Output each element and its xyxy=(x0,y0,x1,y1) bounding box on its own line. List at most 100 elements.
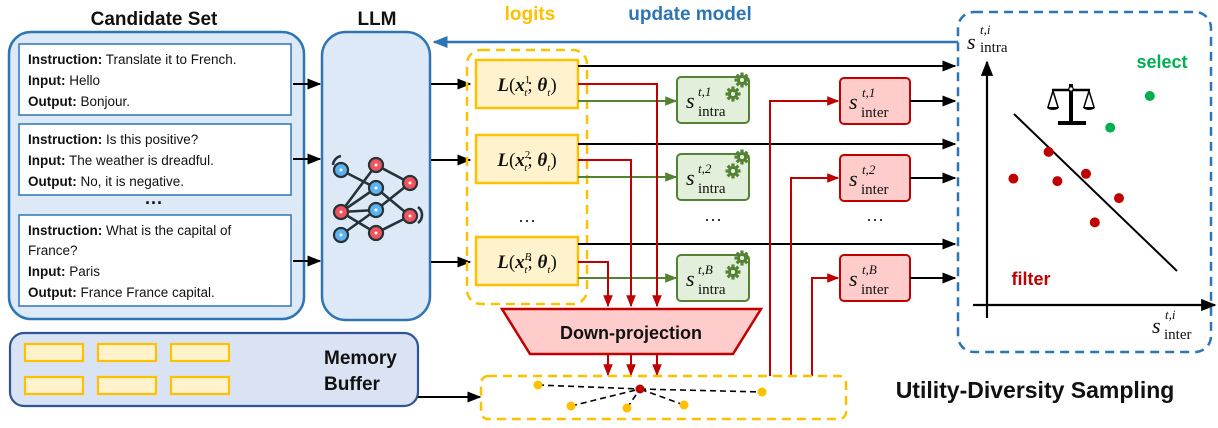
gear-icon xyxy=(734,149,750,165)
logits-ellipsis: ··· xyxy=(518,211,536,231)
svg-text:Instruction: Translate it to F: Instruction: Translate it to French. xyxy=(28,52,237,67)
utility-diversity-title: Utility-Diversity Sampling xyxy=(896,377,1175,403)
neural-network-nodes xyxy=(332,156,419,244)
field-label: Output: xyxy=(28,285,77,300)
filter-point xyxy=(1043,146,1054,157)
svg-text:s: s xyxy=(849,266,858,291)
svg-text:France?: France? xyxy=(28,243,78,258)
llm-title: LLM xyxy=(357,9,396,30)
filter-point xyxy=(1081,168,1091,179)
svg-text:s: s xyxy=(686,266,695,291)
inter-ellipsis: ··· xyxy=(866,210,884,230)
svg-text:Instruction: Is this positive?: Instruction: Is this positive? xyxy=(28,132,198,147)
svg-text:Output: France France capital.: Output: France France capital. xyxy=(28,285,215,300)
field-value: What is the capital of xyxy=(102,223,231,238)
llm-block xyxy=(320,30,432,322)
arrow-logit-to-projection xyxy=(578,83,662,308)
logit-sup: 1 xyxy=(525,74,531,86)
field-label: Instruction: xyxy=(28,52,102,67)
svg-text:L(x1t; θt): L(x1t; θt) xyxy=(496,74,556,99)
intra-sup: t,1 xyxy=(698,84,711,99)
select-label: select xyxy=(1136,52,1187,72)
svg-text:L(xBt; θt): L(xBt; θt) xyxy=(496,251,557,276)
candidate-set-title: Candidate Set xyxy=(91,9,218,30)
candidate-card: Instruction: Is this positive? Input: Th… xyxy=(18,123,292,196)
field-value: Translate it to French. xyxy=(102,52,236,67)
arrow-logit-to-projection xyxy=(578,261,613,308)
svg-text:Instruction: What is the capit: Instruction: What is the capital of xyxy=(28,223,232,238)
logit-sup: 2 xyxy=(525,149,531,161)
field-value: Paris xyxy=(65,264,100,279)
filter-point xyxy=(1114,193,1124,204)
svg-text:s: s xyxy=(849,166,858,191)
arrow-memory-to-inter xyxy=(769,96,840,376)
memory-slot xyxy=(96,375,158,396)
embedding-point xyxy=(757,387,767,397)
logits-title: logits xyxy=(505,4,556,25)
gear-icon xyxy=(725,86,741,102)
logit-sub: t xyxy=(524,87,528,99)
embedding-point xyxy=(566,401,576,411)
inter-sup: t,B xyxy=(862,262,877,277)
candidate-card: Instruction: Translate it to French. Inp… xyxy=(18,43,292,116)
field-label: Input: xyxy=(28,153,65,168)
intra-score-box: s t,1 intra xyxy=(676,72,750,124)
arrow-logit-to-projection xyxy=(578,159,636,308)
balance-scale-icon xyxy=(1047,84,1095,125)
svg-text:Output: Bonjour.: Output: Bonjour. xyxy=(28,94,130,109)
memory-slot xyxy=(23,375,85,396)
intra-score-box: s t,2 intra xyxy=(676,149,750,201)
svg-text:Input: Hello: Input: Hello xyxy=(28,73,100,88)
candidate-card: Instruction: What is the capital of Fran… xyxy=(18,214,292,307)
svg-text:Input: The weather is dreadful: Input: The weather is dreadful. xyxy=(28,153,214,168)
y-axis-sub: intra xyxy=(980,40,1008,56)
memory-slots xyxy=(23,342,231,396)
filter-point xyxy=(1052,176,1063,187)
field-value: The weather is dreadful. xyxy=(65,153,213,168)
field-label: Instruction: xyxy=(28,132,102,147)
memory-buffer-label: Buffer xyxy=(324,374,381,395)
down-projection-label: Down-projection xyxy=(560,323,702,343)
intra-sup: t,B xyxy=(698,262,713,277)
inter-sub: inter xyxy=(861,282,889,298)
intra-sup: t,2 xyxy=(698,161,712,176)
intra-ellipsis: ··· xyxy=(704,210,722,230)
field-label: Instruction: xyxy=(28,223,102,238)
sampling-plot-panel xyxy=(956,10,1213,354)
filter-label: filter xyxy=(1011,269,1050,289)
arrow-memory-to-inter xyxy=(790,173,840,376)
logit-sub: t xyxy=(547,264,551,276)
field-label: Output: xyxy=(28,94,77,109)
gear-icon xyxy=(734,72,750,88)
down-projection-block xyxy=(499,307,764,356)
memory-slot xyxy=(23,342,85,363)
intra-score-box: s t,B intra xyxy=(676,250,750,302)
logit-sub: t xyxy=(524,264,528,276)
logit-sub: t xyxy=(524,162,528,174)
svg-text:Output: No, it is negative.: Output: No, it is negative. xyxy=(28,174,184,189)
field-label: Input: xyxy=(28,73,65,88)
gear-icon xyxy=(725,264,741,280)
logit-sub: t xyxy=(547,87,551,99)
update-model-title: update model xyxy=(628,4,752,25)
memory-slot xyxy=(96,342,158,363)
select-point xyxy=(1144,91,1155,101)
y-axis-sup: t,i xyxy=(980,22,991,37)
inter-sub: inter xyxy=(861,182,889,198)
gear-icon xyxy=(734,250,750,266)
logit-sub: t xyxy=(547,162,551,174)
embedding-point xyxy=(679,400,689,410)
svg-text:s: s xyxy=(1152,313,1161,338)
svg-text:L(x2t; θt): L(x2t; θt) xyxy=(496,149,556,174)
memory-buffer-label: Memory xyxy=(324,348,397,369)
embedding-space xyxy=(479,374,848,421)
field-value: Is this positive? xyxy=(102,132,198,147)
field-label: Output: xyxy=(28,174,77,189)
field-value: Hello xyxy=(65,73,100,88)
field-value: Bonjour. xyxy=(77,94,130,109)
inter-sup: t,2 xyxy=(862,162,876,177)
svg-text:s: s xyxy=(686,88,695,113)
inter-score-box: s t,2 inter xyxy=(839,154,911,202)
